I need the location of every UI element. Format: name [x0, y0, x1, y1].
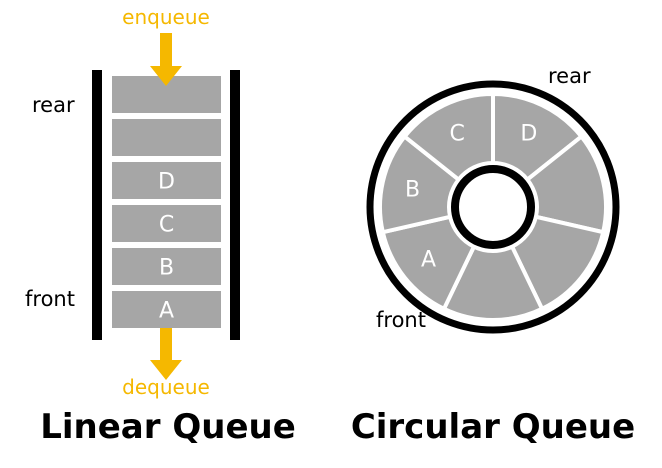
circular-front-label: front	[376, 308, 426, 332]
linear-cell	[112, 291, 221, 328]
linear-cell	[112, 205, 221, 242]
ring-sector-label: A	[421, 247, 436, 272]
enqueue-label: enqueue	[122, 5, 210, 29]
linear-cell	[112, 162, 221, 199]
linear-cell-label: D	[158, 170, 175, 195]
linear-cell	[112, 248, 221, 285]
linear-cell-label: C	[159, 213, 174, 238]
dequeue-arrow-icon	[150, 328, 182, 380]
linear-front-label: front	[25, 287, 75, 311]
linear-cell-label: A	[159, 299, 174, 324]
linear-title: Linear Queue	[40, 407, 296, 447]
ring-sector-label: D	[520, 122, 537, 147]
ring-sector-label: C	[450, 122, 465, 147]
outer-ring	[366, 80, 620, 334]
linear-rear-label: rear	[32, 93, 75, 117]
inner-ring	[451, 165, 535, 249]
ring-sector-label: B	[405, 178, 420, 203]
ring-sectors: D A B C	[378, 91, 608, 322]
ring-sector	[401, 91, 495, 183]
circular-queue: D A B C rear front Circular Queue	[351, 64, 635, 447]
linear-cell-label: B	[159, 256, 174, 281]
enqueue-arrow-icon	[150, 33, 182, 86]
circular-title: Circular Queue	[351, 407, 635, 447]
circular-rear-label: rear	[548, 64, 591, 88]
linear-cell	[112, 119, 221, 156]
dequeue-label: dequeue	[122, 375, 210, 399]
